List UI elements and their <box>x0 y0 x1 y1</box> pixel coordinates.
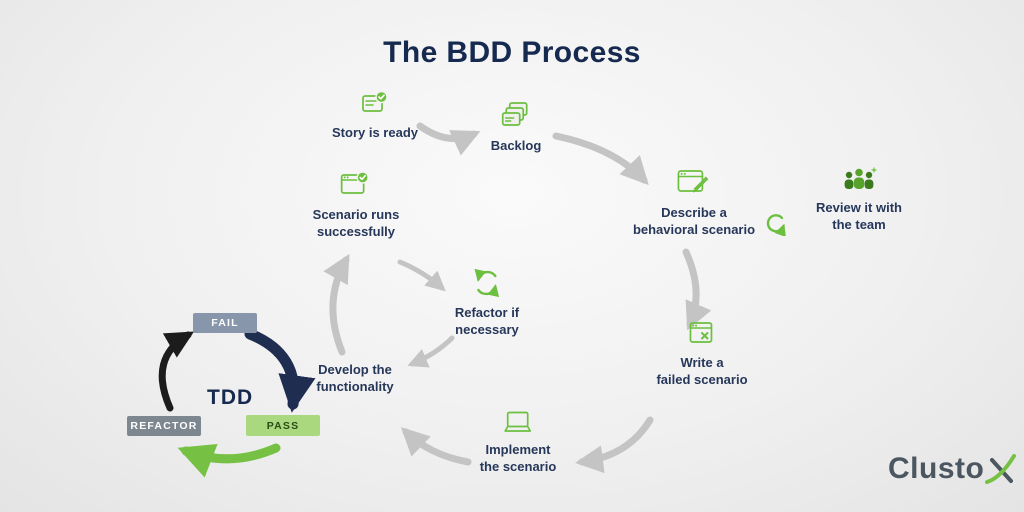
step-label: Implement the scenario <box>479 442 557 474</box>
step-backlog: Backlog <box>490 101 542 155</box>
step-label: Refactor if necessary <box>454 305 520 337</box>
window-edit-icon <box>677 170 709 193</box>
refresh-icon <box>474 268 500 298</box>
step-refactor-center: Refactor if necessary <box>455 268 519 338</box>
checked-note-icon <box>362 90 388 112</box>
step-scenario-runs: Scenario runs successfully <box>312 170 400 240</box>
window-check-icon <box>341 171 370 194</box>
step-story-ready: Story is ready <box>332 90 418 142</box>
clustox-logo: Clusto <box>888 452 1017 484</box>
step-develop-label: Develop the functionality <box>316 362 394 394</box>
tdd-pass-badge: PASS <box>246 415 320 436</box>
step-label: Describe a behavioral scenario <box>632 205 756 237</box>
stacked-cards-icon <box>502 102 528 126</box>
step-label: Review it with the team <box>816 200 902 232</box>
window-fail-icon <box>689 322 712 343</box>
step-label: Scenario runs successfully <box>312 207 400 239</box>
step-describe-scenario: Describe a behavioral scenario <box>633 168 755 238</box>
step-write-failed: Write a failed scenario <box>656 320 748 388</box>
step-implement: Implement the scenario <box>479 410 557 475</box>
logo-x-swoosh-icon <box>985 454 1017 484</box>
step-label: Write a failed scenario <box>656 355 748 387</box>
tdd-label: TDD <box>207 386 254 409</box>
tdd-fail-badge: FAIL <box>193 313 257 333</box>
step-label: Story is ready <box>332 125 418 140</box>
step-review-team: Review it with the team <box>816 166 902 233</box>
team-icon <box>844 167 877 189</box>
page-title: The BDD Process <box>383 36 641 69</box>
step-label: Backlog <box>490 138 542 153</box>
logo-text: Clusto <box>888 452 985 485</box>
loop-arrow-icon <box>766 214 786 236</box>
laptop-icon <box>504 411 532 432</box>
tdd-refactor-badge: REFACTOR <box>127 416 201 436</box>
